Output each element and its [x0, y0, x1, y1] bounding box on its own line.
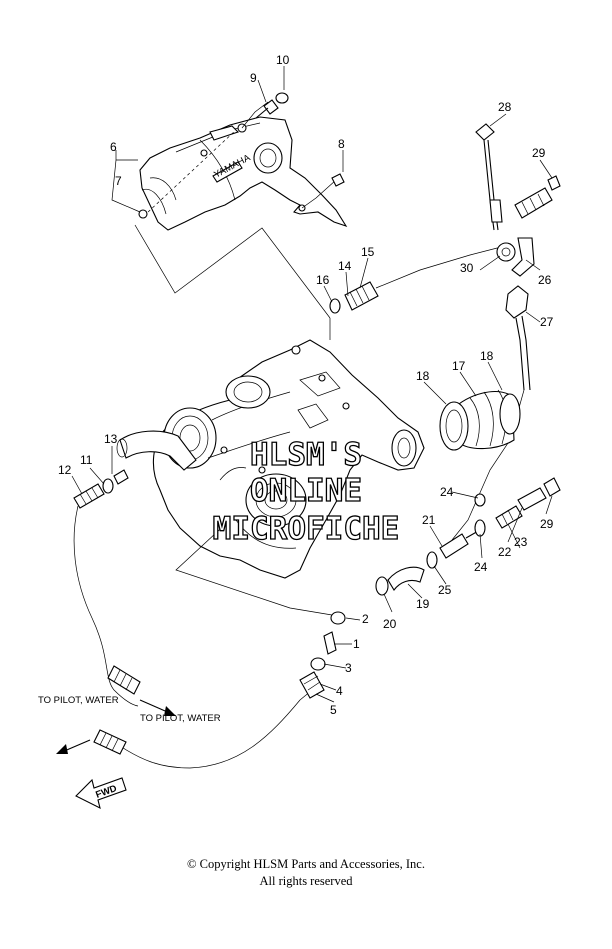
callout-14: 14 [338, 259, 352, 273]
callout-21: 21 [422, 513, 436, 527]
callout-22: 22 [498, 545, 512, 559]
hose-5 [299, 671, 325, 699]
nut-30 [496, 242, 516, 262]
watermark-line-1: HLSM'S [250, 437, 362, 473]
callout-28: 28 [498, 100, 512, 114]
callout-1: 1 [353, 637, 360, 651]
fitting-29-bottom [543, 477, 561, 497]
callout-23: 23 [514, 535, 528, 549]
bolt-9 [255, 99, 279, 119]
water-pipe-elbow [116, 430, 197, 471]
callout-24-top: 24 [440, 485, 454, 499]
callout-18-right: 18 [480, 349, 494, 363]
clamp-3 [310, 657, 326, 671]
nipple-1 [323, 631, 337, 655]
callout-19: 19 [416, 597, 430, 611]
fitting-29-top [514, 175, 561, 219]
pipe-21 [439, 529, 481, 559]
pilot-water-label-left: TO PILOT, WATER [38, 695, 119, 706]
watermark: HLSM'S ONLINE MICROFICHE [212, 436, 400, 547]
callout-29-top: 29 [532, 146, 546, 160]
hose-end-upper [107, 665, 141, 695]
clip-26 [511, 237, 535, 277]
clamp-16 [329, 298, 341, 314]
callout-16: 16 [316, 273, 330, 287]
callout-27: 27 [540, 315, 554, 329]
callout-30: 30 [460, 261, 474, 275]
callout-24-bottom: 24 [474, 560, 488, 574]
callout-11: 11 [80, 453, 93, 467]
callout-2: 2 [362, 612, 369, 626]
cap-10 [275, 92, 289, 104]
hose-28 [475, 123, 503, 231]
clamp-18-right [499, 393, 521, 435]
watermark-line-3: MICROFICHE [213, 511, 400, 547]
fwd-label: FWD [94, 783, 118, 801]
callout-25: 25 [438, 583, 452, 597]
callout-7: 7 [115, 174, 122, 188]
callouts: 1 2 3 4 5 6 7 8 9 10 11 12 13 14 15 16 1… [58, 53, 554, 717]
copyright-text: © Copyright HLSM Parts and Accessories, … [187, 857, 425, 871]
callout-29-bottom: 29 [540, 517, 554, 531]
exhaust-manifold [152, 339, 425, 579]
callout-26: 26 [538, 273, 552, 287]
hose-19 [387, 566, 425, 591]
callout-6: 6 [110, 140, 117, 154]
callout-20: 20 [383, 617, 397, 631]
clamp-11 [102, 478, 114, 494]
bolt-8 [331, 173, 345, 187]
clamp-24-mid [474, 519, 486, 537]
callout-8: 8 [338, 137, 345, 151]
fwd-arrow: FWD [75, 777, 127, 810]
callout-9: 9 [250, 71, 257, 85]
callout-10: 10 [276, 53, 290, 67]
pilot-water-label-right: TO PILOT, WATER [140, 713, 221, 724]
fitting-13 [113, 469, 129, 485]
callout-17: 17 [452, 359, 466, 373]
callout-3: 3 [345, 661, 352, 675]
hose-end-lower [93, 729, 127, 755]
fitting-22 [517, 487, 547, 511]
joint-15 [344, 281, 379, 311]
callout-15: 15 [361, 245, 375, 259]
callout-5: 5 [330, 703, 337, 717]
watermark-line-2: ONLINE [250, 473, 362, 509]
clamp-24-top [474, 493, 486, 507]
callout-18-left: 18 [416, 369, 430, 383]
joint-23 [495, 505, 523, 529]
clamp-20 [375, 576, 389, 596]
nipple-2 [330, 611, 346, 625]
clamp-25 [426, 551, 438, 569]
leader-lines [71, 66, 553, 703]
exhaust-cover: YAMAHA [138, 116, 348, 231]
callout-13: 13 [104, 432, 118, 446]
callout-12: 12 [58, 463, 72, 477]
rights-text: All rights reserved [259, 874, 353, 888]
callout-4: 4 [336, 684, 343, 698]
hose-12 [73, 483, 105, 509]
clamp-18-left [439, 401, 469, 451]
